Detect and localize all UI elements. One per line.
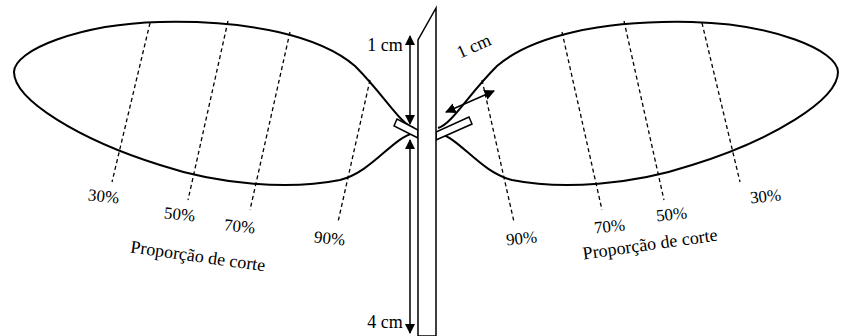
percentage-label: 50% — [654, 203, 691, 226]
left-leaf — [14, 21, 414, 222]
right-leaf — [438, 21, 838, 222]
left-petiole — [394, 119, 418, 138]
percentage-label: 90% — [504, 227, 541, 250]
stem — [418, 8, 436, 336]
percentage-label: 70% — [222, 215, 259, 238]
percentage-label: 30% — [86, 185, 123, 208]
percentage-label: 30% — [748, 185, 785, 208]
right-petiole — [436, 117, 472, 140]
percentage-label: 70% — [592, 215, 629, 238]
dimension-arrow — [446, 91, 494, 112]
percentage-label: 90% — [312, 227, 349, 250]
cut-lines — [112, 21, 370, 222]
dimension-label: 1 cm — [365, 35, 405, 55]
dimension-label: 4 cm — [365, 312, 405, 332]
dimension-label: 1 cm — [452, 29, 496, 63]
axis-caption: Proporção de corte — [127, 236, 268, 275]
dimension-arrow — [409, 140, 411, 333]
percentage-label: 50% — [162, 203, 199, 226]
dimension-arrow — [409, 36, 411, 124]
